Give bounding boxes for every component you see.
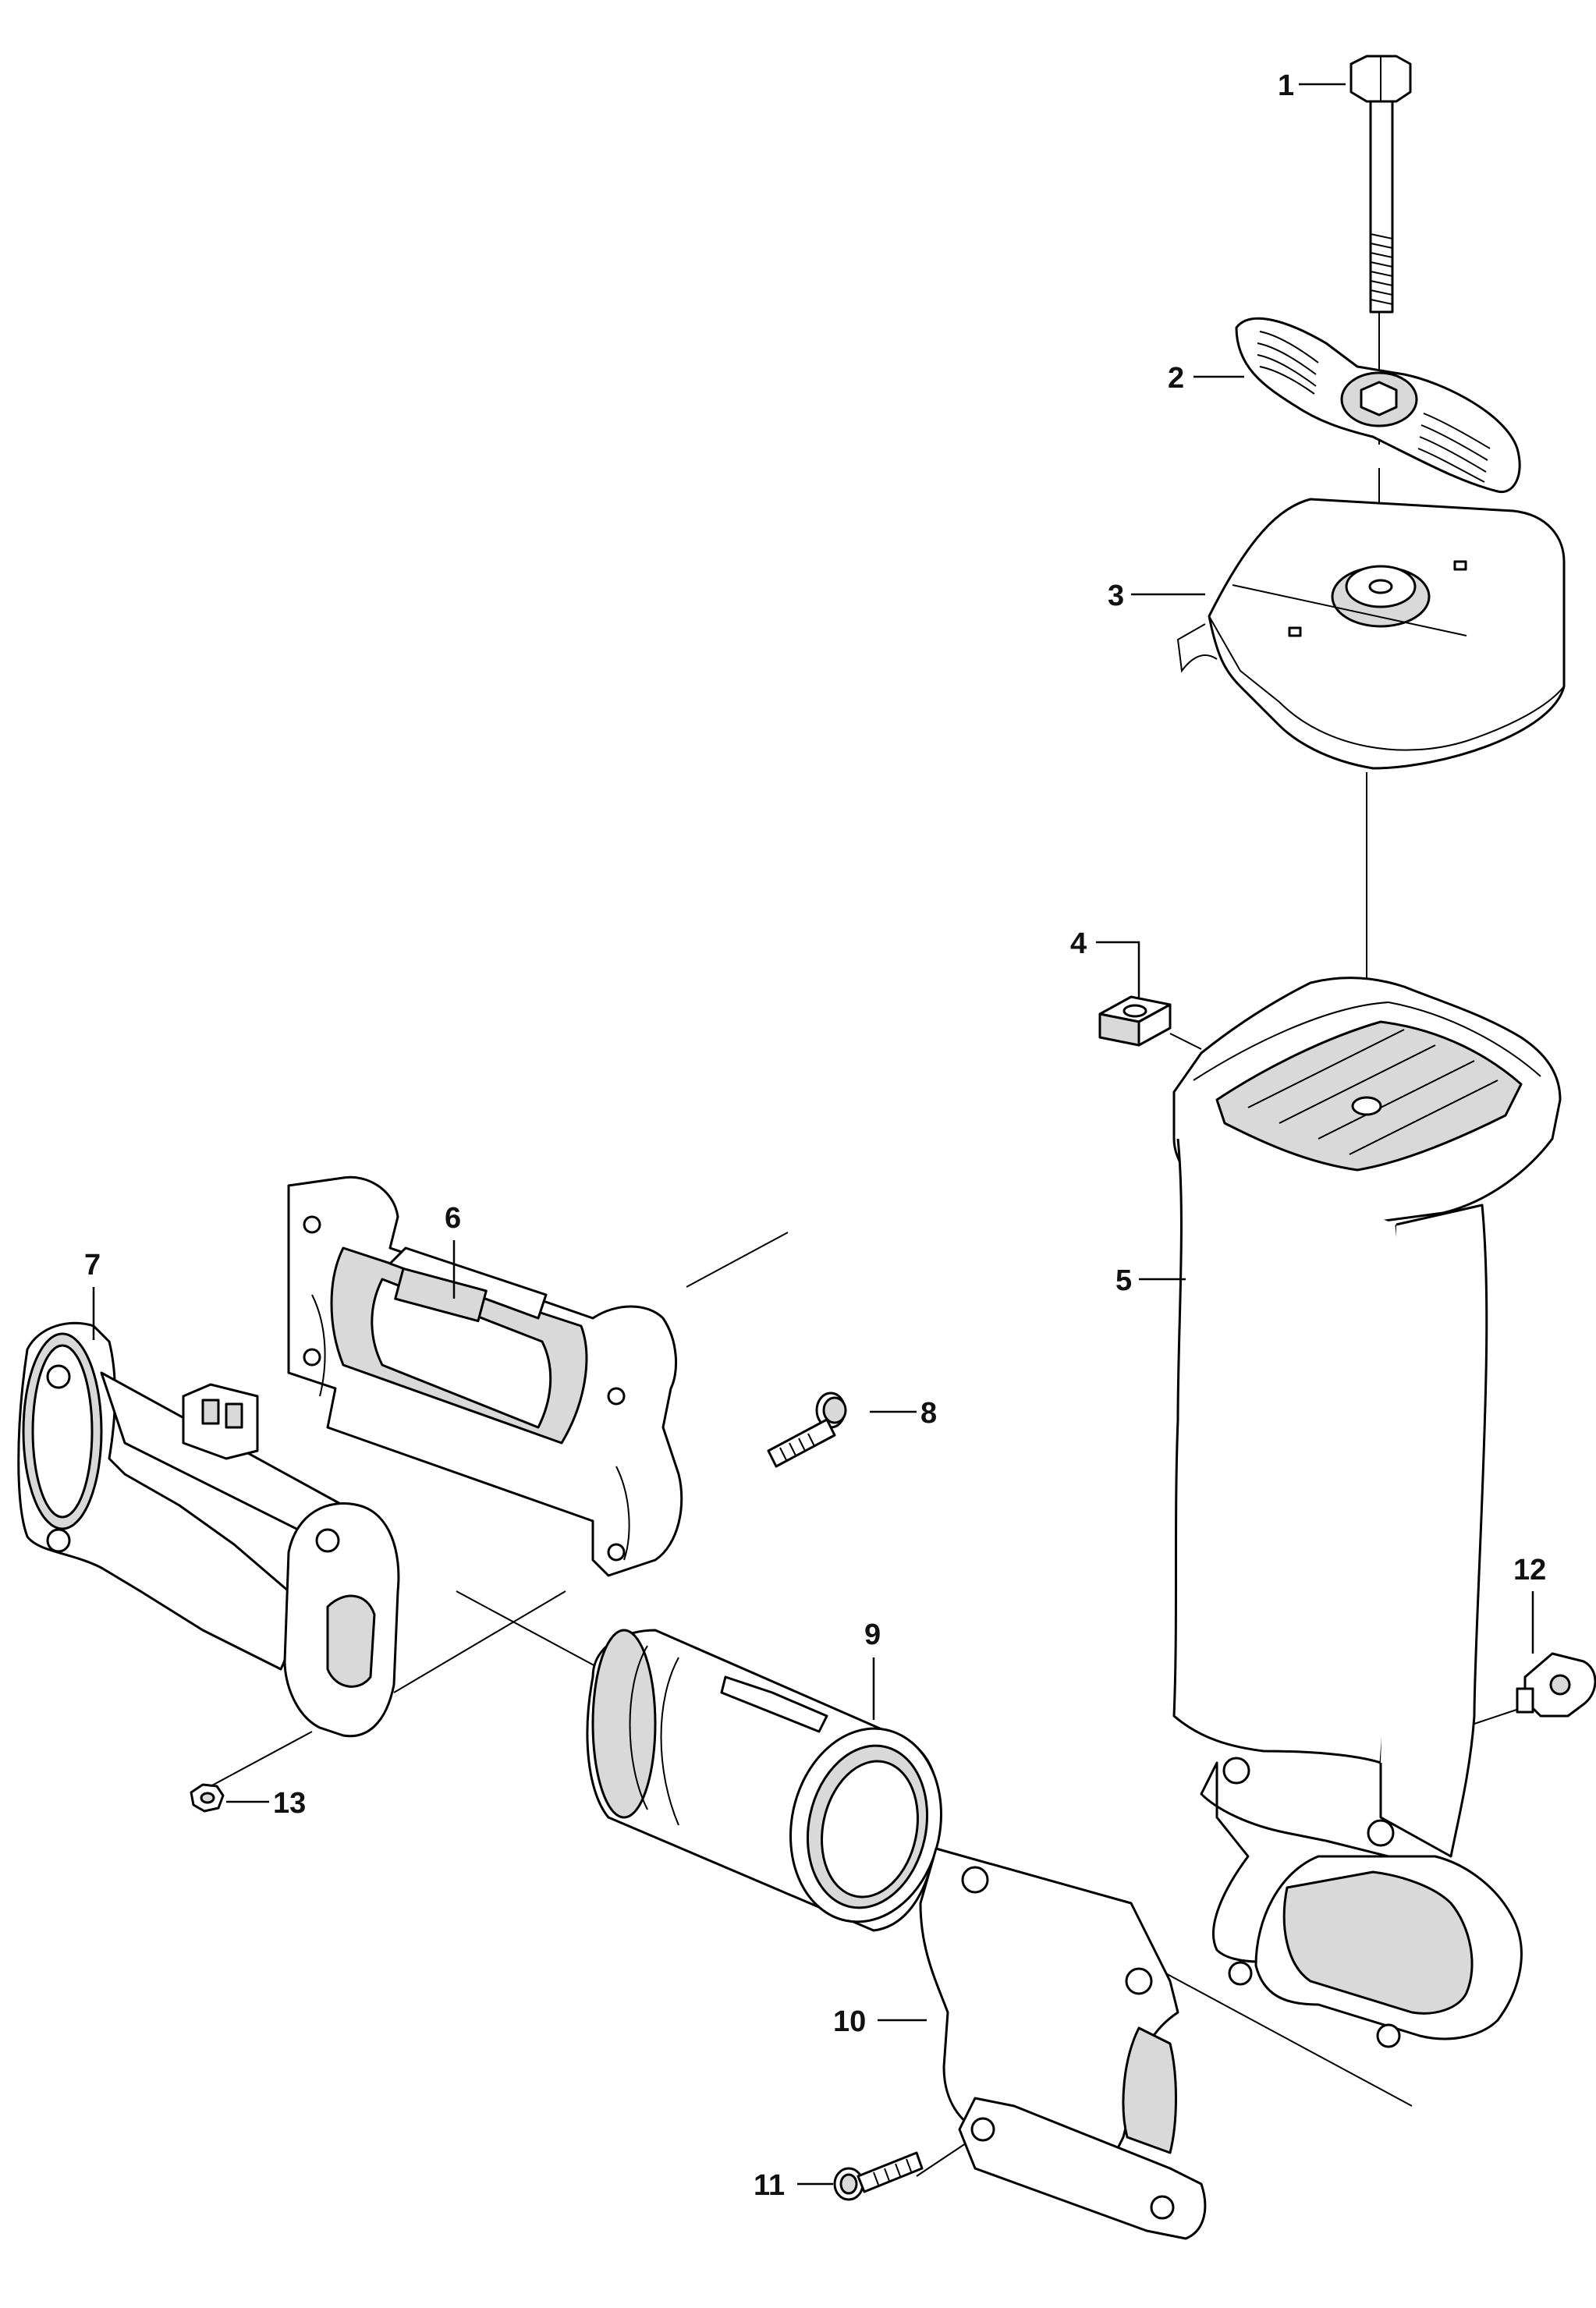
callout-label-7: 7 xyxy=(84,1249,101,1282)
callout-7: 7 xyxy=(84,1249,101,1340)
callout-6: 6 xyxy=(445,1202,461,1299)
callout-label-8: 8 xyxy=(920,1397,937,1430)
callout-5: 5 xyxy=(1115,1264,1186,1297)
callout-label-2: 2 xyxy=(1168,362,1184,395)
callout-4: 4 xyxy=(1070,927,1140,998)
callout-label-1: 1 xyxy=(1278,69,1294,102)
part-2-wing-nut xyxy=(1235,317,1521,494)
callout-label-13: 13 xyxy=(273,1787,306,1820)
part-9-sleeve xyxy=(586,1629,942,1932)
callout-label-5: 5 xyxy=(1115,1264,1132,1297)
part-3-cover xyxy=(1176,498,1566,770)
callout-9: 9 xyxy=(864,1618,881,1720)
callout-label-3: 3 xyxy=(1108,580,1124,612)
part-7-shaft-clamp xyxy=(17,1321,400,1738)
callout-label-10: 10 xyxy=(833,2005,866,2038)
callout-label-11: 11 xyxy=(754,2169,785,2202)
part-10-lower-clamp xyxy=(919,1847,1207,2240)
callout-2: 2 xyxy=(1168,362,1244,395)
part-8-screw xyxy=(767,1392,847,1468)
part-6-clamp-bracket xyxy=(287,1175,683,1577)
callout-label-9: 9 xyxy=(864,1618,881,1651)
callout-label-6: 6 xyxy=(445,1202,461,1235)
callout-11: 11 xyxy=(754,2169,833,2202)
callout-label-4: 4 xyxy=(1070,927,1087,960)
callout-13: 13 xyxy=(226,1787,306,1820)
callout-3: 3 xyxy=(1108,580,1205,612)
part-13-nut xyxy=(190,1783,225,1813)
part-11-screw xyxy=(833,2151,924,2201)
callout-1: 1 xyxy=(1278,69,1346,102)
callout-8: 8 xyxy=(870,1397,937,1430)
callout-12: 12 xyxy=(1513,1554,1546,1654)
callout-10: 10 xyxy=(833,2005,927,2038)
part-4-square-nut xyxy=(1098,995,1172,1047)
part-12-clip xyxy=(1516,1652,1596,1718)
part-1-bolt xyxy=(1350,55,1412,314)
part-5-handle-housing xyxy=(1172,977,1562,2048)
callout-label-12: 12 xyxy=(1513,1554,1546,1587)
